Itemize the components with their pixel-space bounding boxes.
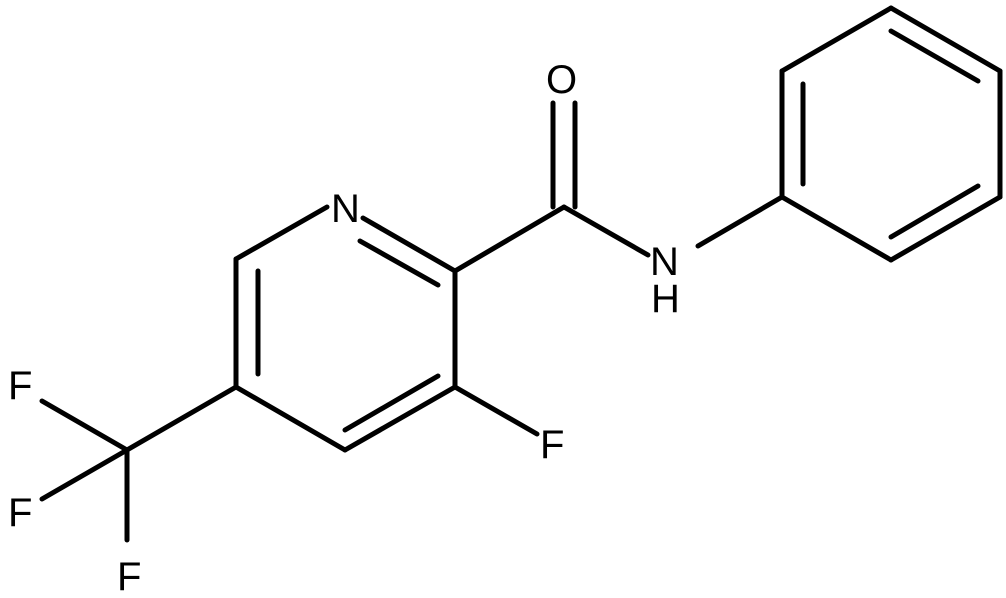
bond-ph3-ph4-double <box>888 28 981 84</box>
amide-hydrogen-label: H <box>651 277 680 321</box>
bond-c3-c4 <box>342 384 458 453</box>
atom-labels: N O N H F F F F <box>8 58 680 598</box>
bond-c5-cf3 <box>124 384 239 453</box>
bond-carbonyl-n <box>561 204 651 258</box>
cf3-fluorine-mid-label: F <box>8 491 32 535</box>
bonds <box>39 5 1003 543</box>
cf3-fluorine-top-label: F <box>8 364 32 408</box>
bond-c3-c4-double <box>342 373 441 433</box>
bond-n-phenyl <box>695 194 785 249</box>
amide-nitrogen-label: N <box>650 240 679 284</box>
carbonyl-oxygen-label: O <box>546 58 577 102</box>
bond-n1-c2-double <box>357 238 441 288</box>
ring-fluorine-label: F <box>540 423 564 467</box>
bond-ph5-ph6 <box>888 194 1003 263</box>
bond-ph2-ph3 <box>779 5 894 74</box>
bond-c2-carbonyl <box>452 204 567 274</box>
bond-cf3-f-top <box>39 398 130 453</box>
bond-cf3-f-mid <box>39 447 130 502</box>
bond-c6-n1 <box>233 204 330 262</box>
cf3-fluorine-bottom-label: F <box>117 555 141 598</box>
bond-ph3-ph4 <box>888 5 1003 74</box>
bond-ph5-ph6-double <box>888 183 981 240</box>
bond-ph6-ph1 <box>779 194 894 263</box>
bond-c3-f <box>452 384 540 437</box>
bond-c4-c5 <box>233 384 348 453</box>
ring-nitrogen-label: N <box>331 187 360 231</box>
bond-n1-c2 <box>360 215 458 274</box>
